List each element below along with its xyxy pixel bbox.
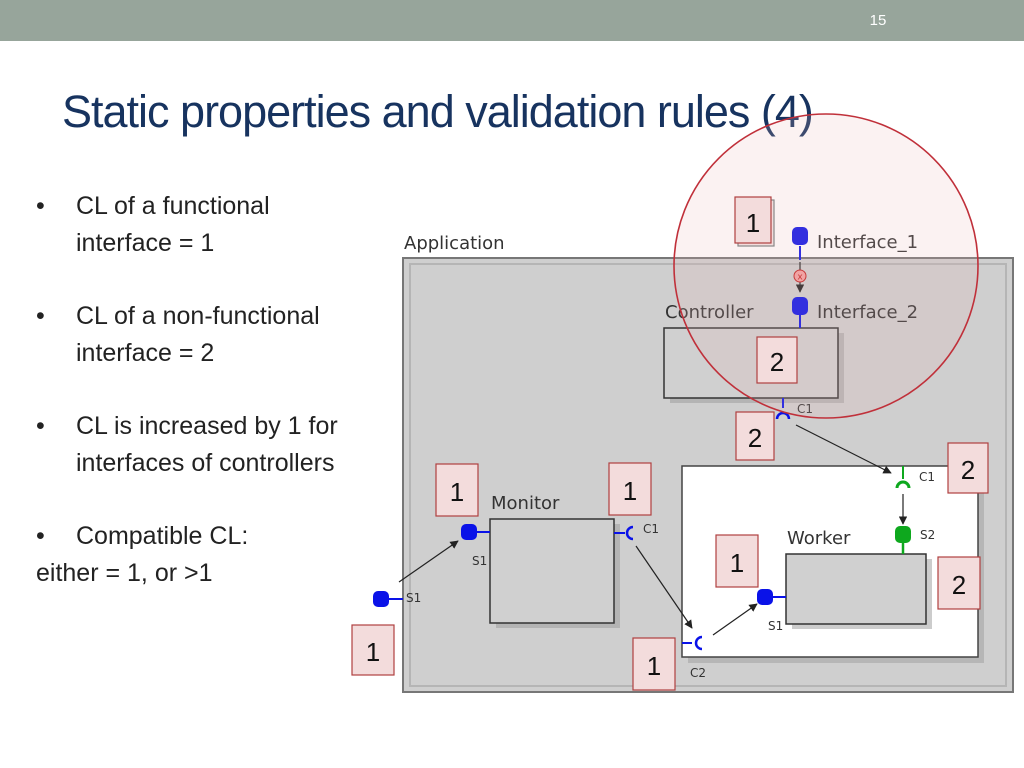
binding-arrow [712, 603, 758, 636]
interface-1-port-icon [792, 227, 808, 245]
application-inner-border [409, 263, 1007, 687]
worker-s1-interface: S1 [757, 589, 786, 633]
badge-value: 2 [952, 570, 966, 600]
app-s1-label: S1 [406, 591, 421, 605]
badge-inner-c2: 1 [632, 637, 676, 691]
badge-worker-c1: 2 [947, 442, 989, 494]
bullet-text: CL of a functional interface = 1 [76, 192, 270, 257]
badge-value: 1 [366, 637, 380, 667]
client-port-icon [694, 635, 703, 651]
badge-value: 1 [450, 477, 464, 507]
interface-2: Interface_2 [792, 297, 918, 328]
highlight-circle [673, 113, 979, 419]
binding-arrow [795, 424, 892, 474]
svg-text:x: x [797, 273, 803, 283]
monitor-c1-label: C1 [643, 522, 659, 536]
badge-value: 1 [746, 208, 760, 238]
worker-label: Worker [787, 528, 851, 549]
application-label: Application [404, 233, 505, 254]
badge-worker-s2: 2 [937, 556, 981, 610]
inner-c2-interface: C2 [682, 635, 706, 680]
worker-s2-label: S2 [920, 528, 935, 542]
badge-value: 1 [623, 476, 637, 506]
interface-1: Interface_1 [792, 227, 918, 260]
worker-c1-interface: C1 [895, 466, 935, 489]
badge-value: 2 [748, 423, 762, 453]
server-port-icon [895, 526, 911, 543]
bullet-dot: • [36, 302, 45, 330]
interface-1-label: Interface_1 [817, 232, 918, 253]
app-s1-interface: S1 [373, 591, 421, 607]
bullet-continuation: either = 1, or >1 [36, 559, 213, 587]
badge-value: 1 [730, 548, 744, 578]
page-number: 15 [869, 12, 887, 29]
badge-value: 1 [647, 651, 661, 681]
client-port-icon [775, 411, 791, 420]
badge-interface-1: 1 [734, 196, 775, 247]
binding-arrow [398, 540, 459, 583]
top-bar: 15 [0, 0, 1024, 41]
bullet-dot: • [36, 522, 45, 550]
worker-s1-label: S1 [768, 619, 783, 633]
interface-2-label: Interface_2 [817, 302, 918, 323]
server-port-icon [461, 524, 477, 540]
binding-arrow [635, 545, 693, 629]
badge-monitor-s1: 1 [435, 463, 479, 517]
worker-box [785, 553, 927, 625]
badge-interface-2: 2 [756, 336, 798, 384]
badge-value: 2 [961, 455, 975, 485]
bullet-item: • CL is increased by 1 for interfaces of… [36, 408, 346, 482]
server-port-icon [373, 591, 389, 607]
bullet-item: • Compatible CL: either = 1, or >1 [36, 518, 346, 592]
worker-s2-interface: S2 [895, 526, 935, 554]
slide-title: Static properties and validation rules (… [62, 86, 814, 137]
bullet-text: CL of a non-functional interface = 2 [76, 302, 320, 367]
interface-2-port-icon [792, 297, 808, 315]
monitor-label: Monitor [491, 493, 560, 514]
badge-worker-s1: 1 [715, 534, 759, 588]
worker-c1-label: C1 [919, 470, 935, 484]
badge-monitor-c1: 1 [608, 462, 652, 516]
inner-c2-label: C2 [690, 666, 706, 680]
bullet-text: Compatible CL: [76, 522, 249, 550]
bullet-dot: • [36, 192, 45, 220]
client-port-icon [895, 480, 911, 489]
badge-app-s1: 1 [351, 624, 395, 676]
monitor-s1-label: S1 [472, 554, 487, 568]
badge-controller-c1: 2 [735, 411, 775, 461]
controller-c1-label: C1 [797, 402, 813, 416]
client-port-icon [625, 525, 634, 541]
bullet-list: • CL of a functional interface = 1 • CL … [36, 188, 346, 628]
server-port-icon [757, 589, 773, 605]
monitor-component: Monitor [489, 493, 620, 628]
bullet-item: • CL of a non-functional interface = 2 [36, 298, 346, 372]
controller-label: Controller [665, 302, 754, 323]
monitor-s1-interface: S1 [461, 524, 490, 568]
bullet-text: CL is increased by 1 for interfaces of c… [76, 412, 338, 477]
controller-c1-interface: C1 [775, 398, 813, 420]
worker-component: Worker [785, 528, 932, 629]
bullet-dot: • [36, 412, 45, 440]
badge-value: 2 [770, 347, 784, 377]
error-icon: x [793, 269, 807, 283]
bullet-item: • CL of a functional interface = 1 [36, 188, 346, 262]
monitor-box [489, 518, 615, 624]
monitor-c1-interface: C1 [614, 522, 659, 541]
